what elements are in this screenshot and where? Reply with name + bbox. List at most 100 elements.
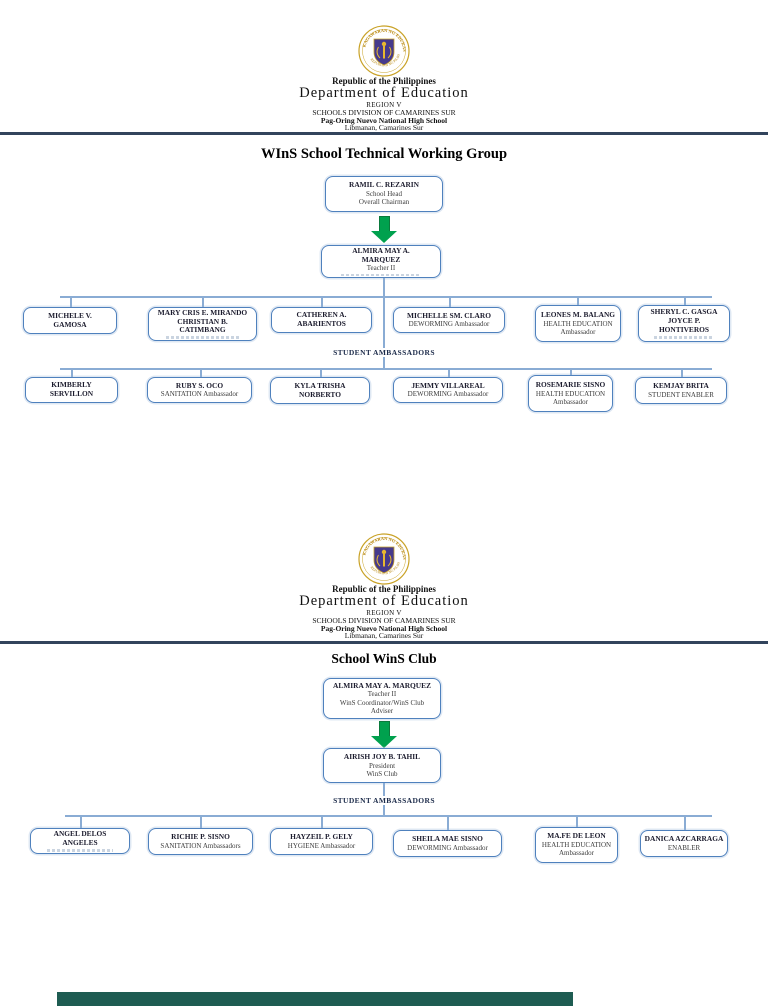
connector-line	[60, 296, 712, 298]
deped-seal-logo: KAGAWARAN NG EDUKASYON REPUBLIKA NG PILI…	[358, 533, 410, 585]
org-box-mirando-catimbang: MARY CRIS E. MIRANDO CHRISTIAN B. CATIMB…	[148, 307, 257, 341]
student-ambassadors-label: STUDENT AMBASSADORS	[329, 796, 439, 805]
person-name: AIRISH JOY B. TAHIL	[343, 751, 421, 761]
header-location: Libmanan, Camarines Sur	[344, 631, 424, 640]
org-box-sheila-sisno: SHEILA MAE SISNO DEWORMING Ambassador	[393, 830, 502, 857]
person-name: KIMBERLY SERVILLON	[49, 380, 94, 398]
connector-line	[200, 815, 202, 828]
header-school: Pag-Oring Nuevo National High School	[320, 623, 448, 633]
person-role: HEALTH EDUCATION Ambassador	[543, 319, 613, 336]
org-box-danica-azcarraga: DANICA AZCARRAGA ENABLER	[640, 830, 728, 857]
person-name: JEMMY VILLAREAL	[411, 380, 485, 390]
person-name: KEMJAY BRITA	[653, 381, 709, 390]
person-role: DEWORMING Ambassador	[408, 320, 490, 329]
person-name: RICHIE P. SISNO	[171, 832, 230, 841]
connector-line	[320, 368, 322, 377]
deped-seal-logo: KAGAWARAN NG EDUKASYON REPUBLIKA NG PILI…	[358, 25, 410, 77]
clipped-text	[341, 273, 421, 276]
org-box-leones-balang: LEONES M. BALANG HEALTH EDUCATION Ambass…	[535, 305, 621, 342]
person-role: STUDENT ENABLER	[648, 390, 714, 399]
person-name: ANGEL DELOS ANGELES	[53, 829, 107, 847]
connector-line	[448, 368, 450, 377]
person-name: KYLA TRISHA NORBERTO	[294, 380, 346, 399]
org-box-ruby-oco: RUBY S. OCO SANITATION Ambassador	[147, 377, 252, 403]
person-name: ALMIRA MAY A. MARQUEZ	[333, 680, 431, 690]
header-school: Pag-Oring Nuevo National High School	[320, 115, 448, 125]
connector-line	[449, 296, 451, 307]
person-name: ALMIRA MAY A. MARQUEZ	[352, 246, 410, 264]
connector-line	[60, 368, 712, 370]
header-rule	[0, 132, 768, 135]
bottom-bar	[57, 992, 573, 1006]
person-role: School Head Overall Chairman	[358, 190, 410, 207]
header-republic: Republic of the Philippines	[332, 584, 436, 594]
header-department: Department of Education	[299, 85, 469, 101]
org-box-mafe-de-leon: MA.FE DE LEON HEALTH EDUCATION Ambassado…	[535, 827, 618, 863]
person-role: Teacher II WinS Coordinator/WinS Club Ad…	[339, 690, 425, 715]
person-role: DEWORMING Ambassador	[407, 843, 488, 852]
person-name: MICHELE V. GAMOSA	[48, 310, 92, 329]
connector-line	[576, 815, 578, 827]
person-name: LEONES M. BALANG	[540, 309, 616, 319]
person-role: President WinS Club	[366, 761, 398, 778]
person-role: HEALTH EDUCATION Ambassador	[541, 841, 612, 858]
connector-line	[71, 368, 73, 377]
connector-line	[570, 368, 572, 375]
person-name: SHERYL C. GASGA JOYCE P. HONTIVEROS	[650, 307, 718, 334]
clipped-text	[653, 335, 715, 339]
org-box-rosemarie-sisno: ROSEMARIE SISNO HEALTH EDUCATION Ambassa…	[528, 375, 613, 412]
down-arrow-icon	[371, 721, 397, 748]
clipped-text	[166, 336, 239, 339]
person-role: SANITATION Ambassador	[160, 390, 239, 399]
connector-line	[80, 815, 82, 828]
header-region: REGION V	[366, 101, 402, 109]
person-role: HEALTH EDUCATION Ambassador	[535, 389, 606, 406]
person-name: MARY CRIS E. MIRANDO CHRISTIAN B. CATIMB…	[157, 308, 248, 335]
header-rule	[0, 641, 768, 644]
person-role: Teacher II	[366, 264, 396, 273]
connector-line	[383, 278, 385, 369]
org-box-richie-sisno: RICHIE P. SISNO SANITATION Ambassadors	[148, 828, 253, 855]
org-box-kyla-norberto: KYLA TRISHA NORBERTO	[270, 377, 370, 404]
org-box-gasga-hontiveros: SHERYL C. GASGA JOYCE P. HONTIVEROS	[638, 305, 730, 342]
connector-line	[684, 815, 686, 830]
person-name: CATHEREN A. ABARIENTOS	[296, 310, 347, 328]
header-region: REGION V	[366, 609, 402, 617]
clipped-text	[47, 848, 113, 852]
person-name: HAYZEIL P. GELY	[290, 832, 353, 841]
connector-line	[684, 296, 686, 306]
org-box-catheren-abarientos: CATHEREN A. ABARIENTOS	[271, 307, 372, 333]
org-box-almira-marquez: ALMIRA MAY A. MARQUEZ Teacher II	[321, 245, 441, 278]
connector-line	[202, 296, 204, 307]
chart-title-twg: WInS School Technical Working Group	[260, 146, 508, 162]
person-name: ROSEMARIE SISNO	[535, 379, 606, 389]
org-box-almira-marquez-adviser: ALMIRA MAY A. MARQUEZ Teacher II WinS Co…	[323, 678, 441, 719]
connector-line	[681, 368, 683, 377]
person-name: RUBY S. OCO	[175, 380, 224, 390]
org-box-kimberly-servillon: KIMBERLY SERVILLON	[25, 377, 118, 403]
org-box-kemjay-brita: KEMJAY BRITA STUDENT ENABLER	[635, 377, 727, 404]
header-republic: Republic of the Philippines	[332, 76, 436, 86]
org-box-hayzeil-gely: HAYZEIL P. GELY HYGIENE Ambassador	[270, 828, 373, 855]
connector-line	[321, 815, 323, 828]
org-box-airish-tahil: AIRISH JOY B. TAHIL President WinS Club	[323, 748, 441, 783]
chart-title-wins-club: School WinS Club	[331, 651, 437, 666]
connector-line	[577, 296, 579, 306]
person-name: RAMIL C. REZARIN	[348, 180, 419, 190]
person-role: SANITATION Ambassadors	[160, 841, 241, 850]
person-role: DEWORMING Ambassador	[407, 390, 489, 399]
connector-line	[321, 296, 323, 307]
person-name: SHEILA MAE SISNO	[412, 834, 483, 843]
person-name: DANICA AZCARRAGA	[644, 834, 724, 843]
org-box-angel-delos-angeles: ANGEL DELOS ANGELES	[30, 828, 130, 854]
header-department: Department of Education	[299, 593, 469, 609]
org-box-ramil-rezarin: RAMIL C. REZARIN School Head Overall Cha…	[325, 176, 443, 212]
student-ambassadors-label: STUDENT AMBASSADORS	[329, 348, 439, 357]
person-role: ENABLER	[667, 843, 701, 852]
org-box-michele-gamosa: MICHELE V. GAMOSA	[23, 307, 117, 334]
connector-line	[65, 815, 712, 817]
person-name: MA.FE DE LEON	[547, 831, 606, 841]
down-arrow-icon	[371, 216, 397, 243]
header-location: Libmanan, Camarines Sur	[344, 123, 424, 132]
header-division: SCHOOLS DIVISION OF CAMARINES SUR	[312, 108, 456, 117]
